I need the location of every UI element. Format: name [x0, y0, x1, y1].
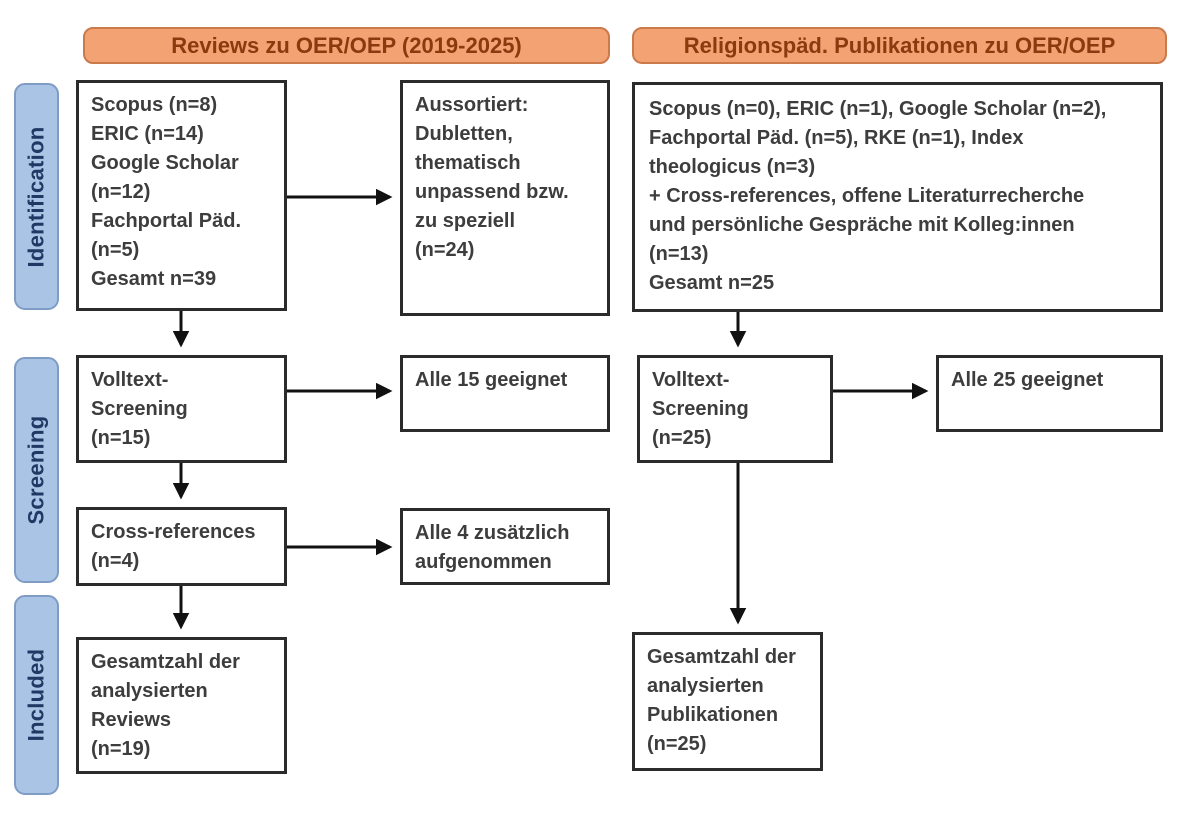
box-left-included-total: Gesamtzahl der analysierten Reviews (n=1… [76, 637, 287, 774]
stage-tab-screening: Screening [14, 357, 59, 583]
stage-tab-identification: Identification [14, 83, 59, 310]
stage-tab-included: Included [14, 595, 59, 795]
box-left-crossreferences: Cross-references (n=4) [76, 507, 287, 586]
column-header-reviews: Reviews zu OER/OEP (2019-2025) [83, 27, 610, 64]
box-left-eligible: Alle 15 geeignet [400, 355, 610, 432]
box-right-sources: Scopus (n=0), ERIC (n=1), Google Scholar… [632, 82, 1163, 312]
stage-tab-identification-label: Identification [23, 125, 49, 268]
box-left-added: Alle 4 zusätzlich aufgenommen [400, 508, 610, 585]
column-header-religionspaed: Religionspäd. Publikationen zu OER/OEP [632, 27, 1167, 64]
box-right-eligible: Alle 25 geeignet [936, 355, 1163, 432]
box-right-included-total: Gesamtzahl der analysierten Publikatione… [632, 632, 823, 771]
box-right-fulltext-screening: Volltext- Screening (n=25) [637, 355, 833, 463]
stage-tab-screening-label: Screening [23, 415, 49, 525]
stage-tab-included-label: Included [23, 648, 49, 742]
box-left-fulltext-screening: Volltext- Screening (n=15) [76, 355, 287, 463]
box-left-excluded: Aussortiert: Dubletten, thematisch unpas… [400, 80, 610, 316]
box-left-sources: Scopus (n=8) ERIC (n=14) Google Scholar … [76, 80, 287, 311]
